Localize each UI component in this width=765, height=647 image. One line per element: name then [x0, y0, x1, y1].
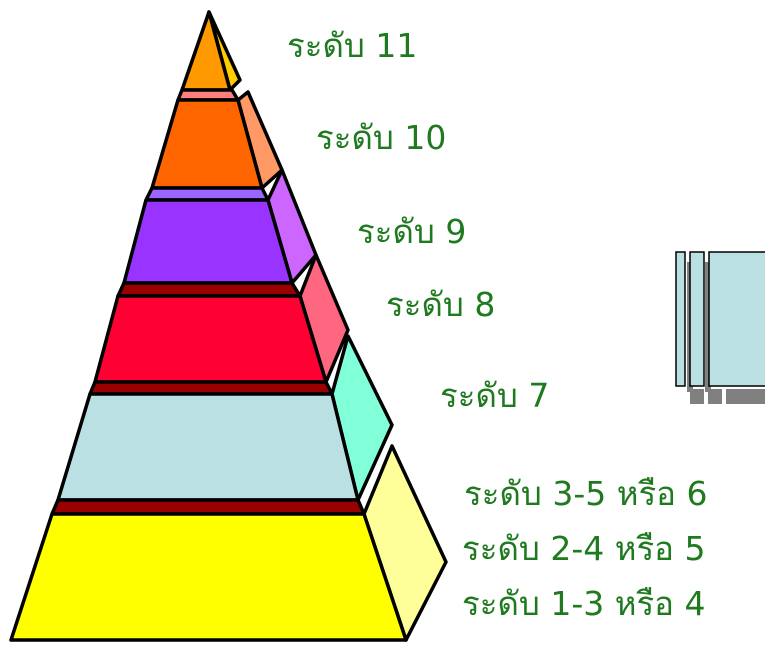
tier-base-front: [11, 514, 406, 640]
tier-8-band: [118, 283, 300, 296]
tier-9-front: [124, 200, 292, 283]
tier-base-band: [52, 500, 364, 514]
tier-9-band: [146, 188, 268, 200]
tier-base-label-3: ระดับ 1-3 หรือ 4: [462, 584, 706, 623]
tier-7-label: ระดับ 7: [440, 376, 549, 415]
tier-base-label-2: ระดับ 2-4 หรือ 5: [462, 529, 706, 568]
tier-7-band: [90, 382, 332, 394]
tier-11-label: ระดับ 11: [287, 26, 417, 65]
tier-base-label: ระดับ 3-5 หรือ 6: [464, 474, 708, 513]
tier-11: [182, 12, 240, 90]
tier-10-label: ระดับ 10: [316, 118, 446, 157]
tier-10: [152, 90, 282, 188]
tier-8-label: ระดับ 8: [386, 285, 495, 324]
tier-8-front: [95, 296, 326, 382]
tier-9-label: ระดับ 9: [357, 212, 466, 251]
tier-7-front: [58, 394, 358, 500]
document-stack-icon: [676, 252, 765, 404]
tier-9: [124, 170, 316, 283]
